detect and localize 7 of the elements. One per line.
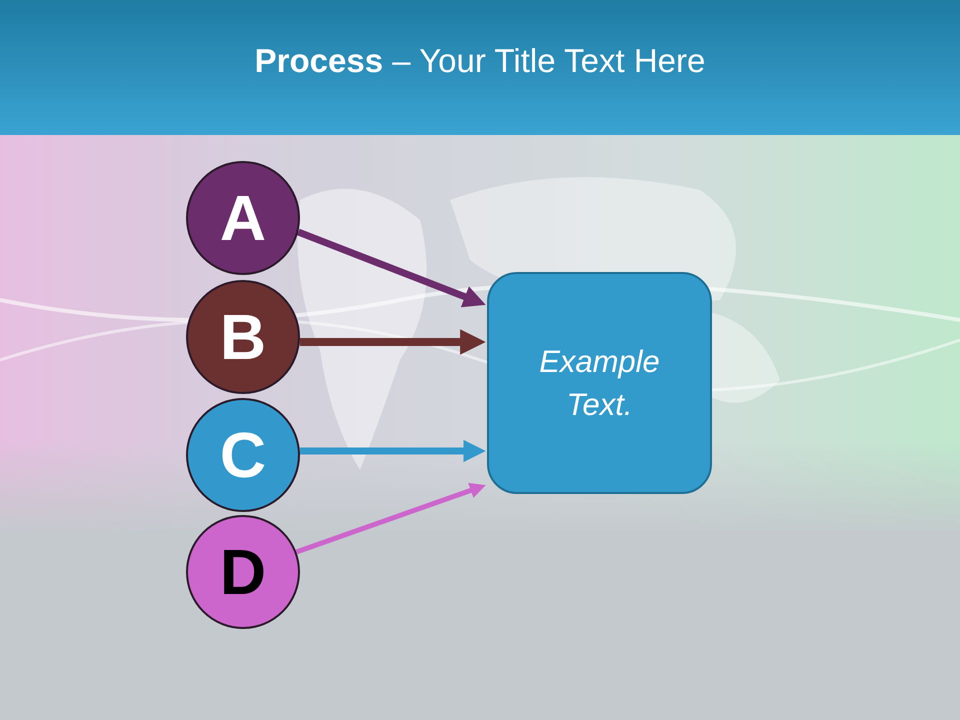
step-letter: B: [220, 305, 266, 369]
title: Process – Your Title Text Here: [254, 40, 706, 81]
box-text: Example Text.: [538, 342, 661, 424]
step-letter: A: [220, 186, 266, 250]
step-letter: C: [220, 423, 266, 487]
step-letter: D: [220, 540, 266, 604]
text-box: [487, 272, 712, 494]
